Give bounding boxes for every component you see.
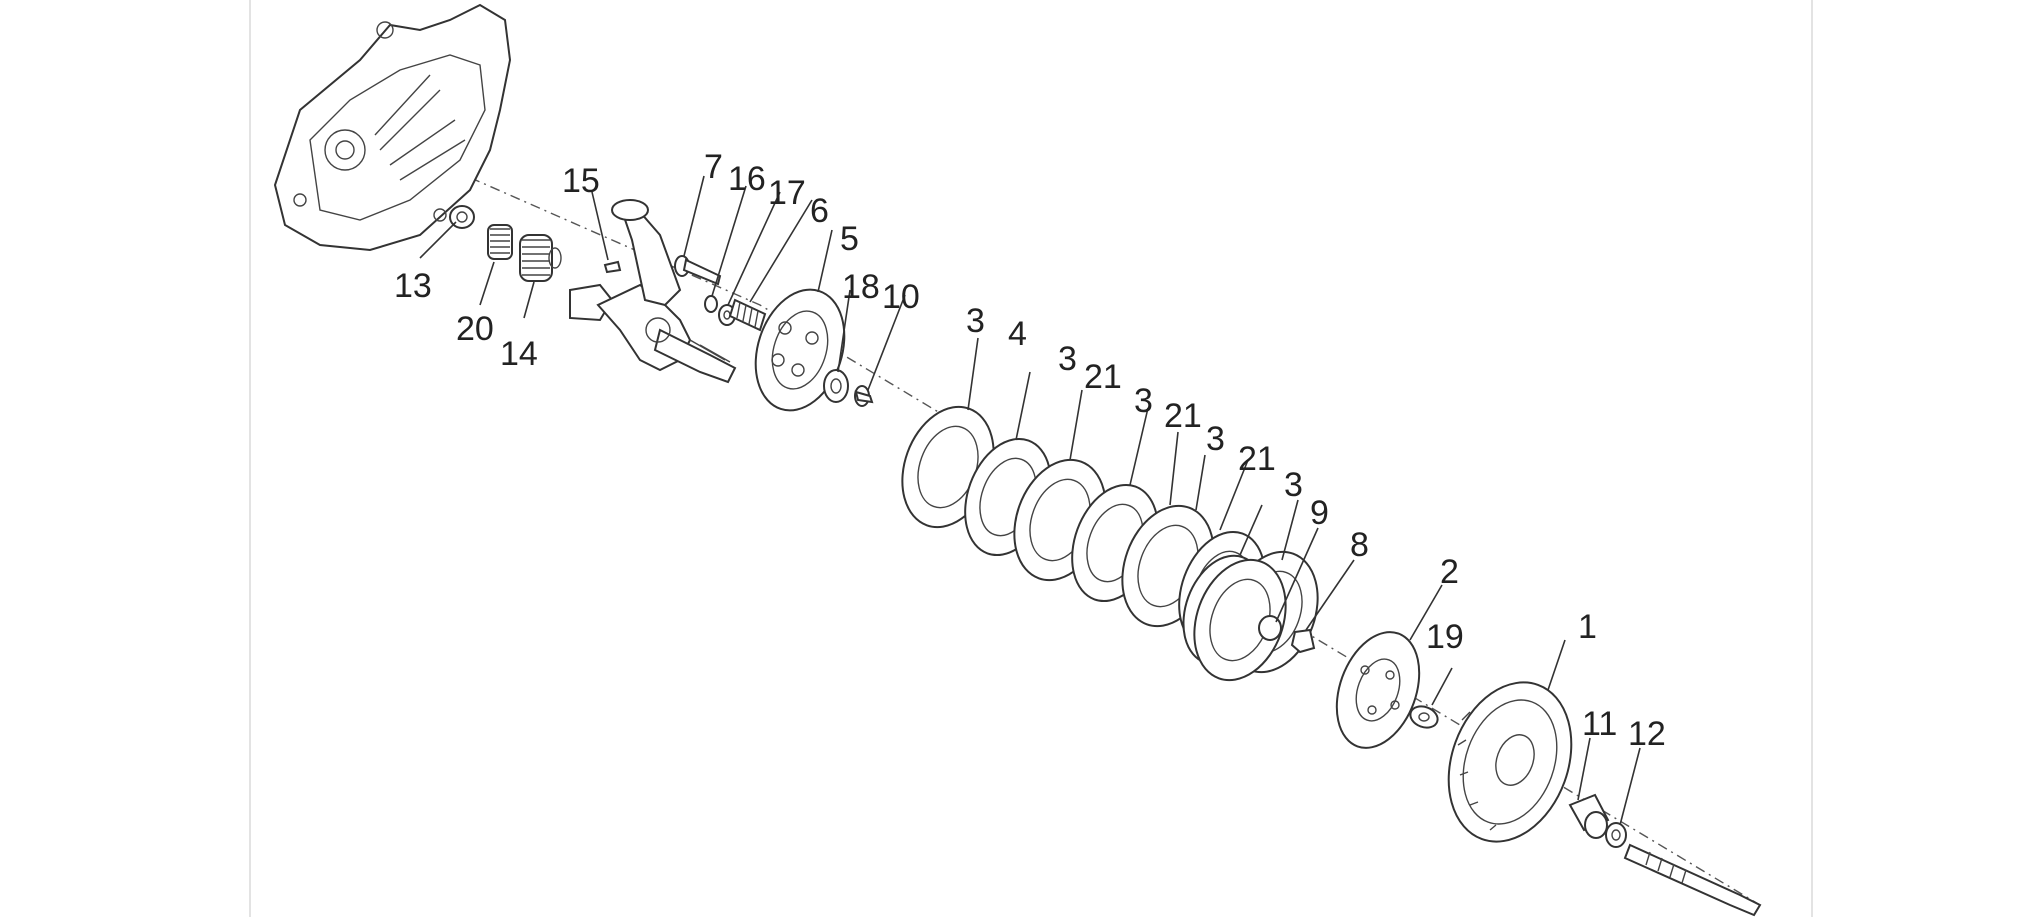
label-9: 9 [1310,494,1329,532]
part-20-gear [487,224,513,260]
label-20: 20 [456,310,494,348]
label-3-a: 3 [966,302,985,340]
label-2: 2 [1440,553,1459,591]
part-15-key [603,260,622,274]
label-1: 1 [1578,608,1597,646]
part-14-gear [519,234,562,282]
disc-3-e [1193,558,1287,682]
part-18-bearing [823,369,849,403]
label-12: 12 [1628,715,1666,753]
leader-lines [419,175,1641,826]
label-3-e: 3 [1284,466,1303,504]
label-15: 15 [562,162,600,200]
part-2-clutch-hub [1335,631,1421,749]
label-11: 11 [1582,705,1617,743]
label-14: 14 [500,335,538,373]
label-17: 17 [768,174,806,212]
part-1-clutch-basket [1447,681,1573,843]
label-10: 10 [882,278,920,316]
part-7-bolt [674,255,722,286]
label-18: 18 [842,268,880,306]
part-6-spring [728,298,767,332]
mainshaft [1623,843,1762,917]
part-9-bushing [1258,615,1282,641]
crankcase-cover [273,3,512,252]
part-19-washer [1409,705,1439,729]
crankshaft-assembly [569,199,737,384]
label-7: 7 [704,148,723,186]
label-21-c: 21 [1238,440,1276,478]
label-6: 6 [810,192,829,230]
label-8: 8 [1350,526,1369,564]
label-21-b: 21 [1164,397,1202,435]
part-5-pressure-plate [754,288,846,412]
assembly-axis [429,159,1761,906]
part-8-tab-washer [1290,628,1316,654]
label-13: 13 [394,267,432,305]
part-12-washer [1605,822,1627,848]
label-3-c: 3 [1134,382,1153,420]
label-16: 16 [728,160,766,198]
label-3-b: 3 [1058,340,1077,378]
label-19: 19 [1426,618,1464,656]
callout-labels: 1 2 3 3 3 3 3 4 5 6 7 8 9 10 11 12 13 14… [394,148,1666,753]
label-21-a: 21 [1084,358,1122,396]
clutch-disc-stack [901,405,1319,682]
label-5: 5 [840,220,859,258]
part-10-pushrod [854,385,874,407]
part-16-washer [704,295,718,313]
part-11-sleeve [1568,793,1610,839]
label-3-d: 3 [1206,420,1225,458]
label-4: 4 [1008,315,1027,353]
